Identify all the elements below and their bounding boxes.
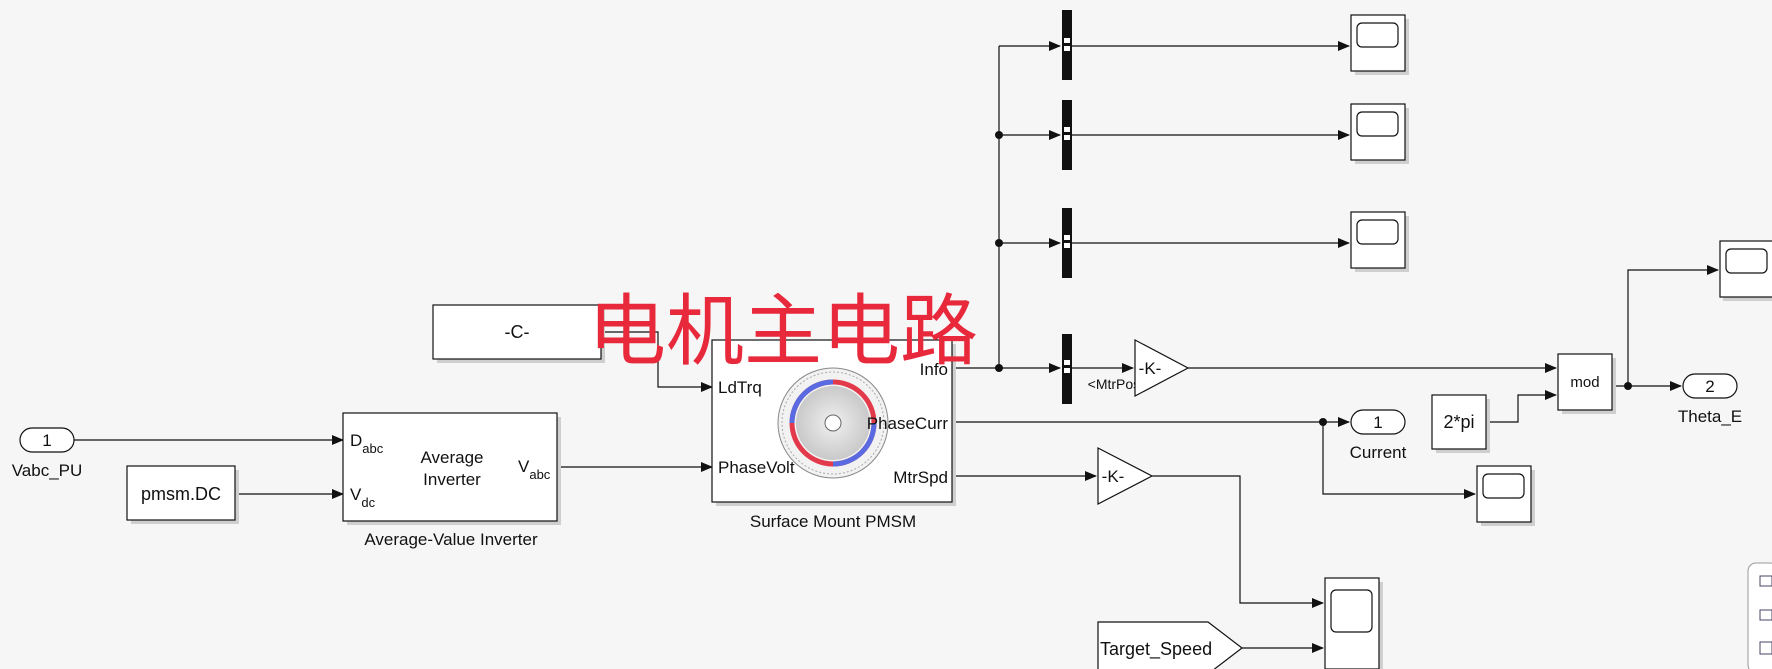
bus-selector[interactable] <box>1062 208 1072 278</box>
gain-value: -K- <box>1102 467 1125 486</box>
signal-lines <box>74 41 1719 653</box>
constant-value: -C- <box>505 322 530 342</box>
tag-label: Target_Speed <box>1100 639 1212 660</box>
gain-value: -K- <box>1139 359 1162 378</box>
canvas-toolbar[interactable] <box>1747 562 1772 669</box>
gain-position[interactable]: -K- <box>1134 339 1190 397</box>
wire-mod-to-scope[interactable] <box>1627 265 1719 386</box>
pmsm-port-phasevolt: PhaseVolt <box>718 458 795 477</box>
bus-signal-label: <MtrPos> <box>1088 376 1149 392</box>
pmsm-port-ldtrq: LdTrq <box>718 378 762 397</box>
math-mod-block[interactable]: mod <box>1557 353 1616 414</box>
toolbar-icon[interactable] <box>1759 575 1772 587</box>
scope-block[interactable] <box>1350 211 1409 272</box>
inport-number: 1 <box>42 431 51 450</box>
constant-value: pmsm.DC <box>141 484 221 504</box>
toolbar-icon[interactable] <box>1759 641 1772 655</box>
motor-icon <box>777 367 889 479</box>
wire-ldtrq[interactable] <box>605 331 713 392</box>
pmsm-port-mtrspd: MtrSpd <box>893 468 948 487</box>
pmsm-caption: Surface Mount PMSM <box>750 512 916 531</box>
inverter-title-line1: Average <box>420 448 483 467</box>
branch-point <box>995 239 1003 247</box>
from-tag-target-speed[interactable]: Target_Speed <box>1097 621 1243 669</box>
branch-point <box>1624 382 1632 390</box>
outport-number: 1 <box>1373 413 1382 432</box>
average-value-inverter-block[interactable]: Dabc Vdc Average Inverter Vabc Average-V… <box>342 412 561 549</box>
bus-selector-mtrpos[interactable] <box>1062 334 1072 404</box>
inverter-title-line2: Inverter <box>423 470 481 489</box>
branch-point <box>995 131 1003 139</box>
branch-point <box>995 364 1003 372</box>
inport-label: Vabc_PU <box>12 461 83 480</box>
inverter-out-vabc: Vabc <box>518 457 551 482</box>
constant-two-pi[interactable]: 2*pi <box>1431 394 1490 453</box>
inverter-port-d: Dabc <box>350 431 384 456</box>
scope-block[interactable] <box>1350 14 1409 75</box>
wire-2pi-to-mod[interactable] <box>1486 390 1557 423</box>
scope-block[interactable] <box>1350 103 1409 164</box>
wire-spdgain-to-scope[interactable] <box>1152 475 1324 608</box>
constant-dc-voltage[interactable]: pmsm.DC <box>126 465 239 524</box>
inverter-port-vdc: Vdc <box>350 485 376 510</box>
constant-value: 2*pi <box>1443 412 1474 432</box>
outport-number: 2 <box>1705 377 1714 396</box>
inverter-caption: Average-Value Inverter <box>364 530 538 549</box>
gain-speed[interactable]: -K- <box>1097 447 1154 505</box>
outport-theta-e[interactable]: 2 Theta_E <box>1678 373 1742 426</box>
outport-label: Current <box>1350 443 1407 462</box>
branch-point <box>1319 418 1327 426</box>
pmsm-port-info: Info <box>920 360 948 379</box>
outport-label: Theta_E <box>1678 407 1742 426</box>
constant-load-torque[interactable]: -C- <box>432 304 605 363</box>
scope-block-speed[interactable] <box>1324 577 1383 669</box>
annotation-title: 电机主电路 <box>588 287 978 377</box>
scope-block[interactable] <box>1476 465 1535 526</box>
bus-selector[interactable] <box>1062 10 1072 80</box>
scope-block[interactable] <box>1719 240 1772 301</box>
wire-phasecurr-to-scope[interactable] <box>1322 422 1476 499</box>
toolbar-icon[interactable] <box>1759 609 1772 621</box>
bus-selector[interactable] <box>1062 100 1072 170</box>
surface-mount-pmsm-block[interactable]: LdTrq PhaseVolt Info PhaseCurr MtrSpd Su… <box>711 339 956 531</box>
mod-label: mod <box>1570 374 1599 391</box>
pmsm-port-phasecurr: PhaseCurr <box>867 414 949 433</box>
outport-current[interactable]: 1 Current <box>1350 409 1407 462</box>
inport-vabc-pu[interactable]: 1 Vabc_PU <box>12 427 83 480</box>
